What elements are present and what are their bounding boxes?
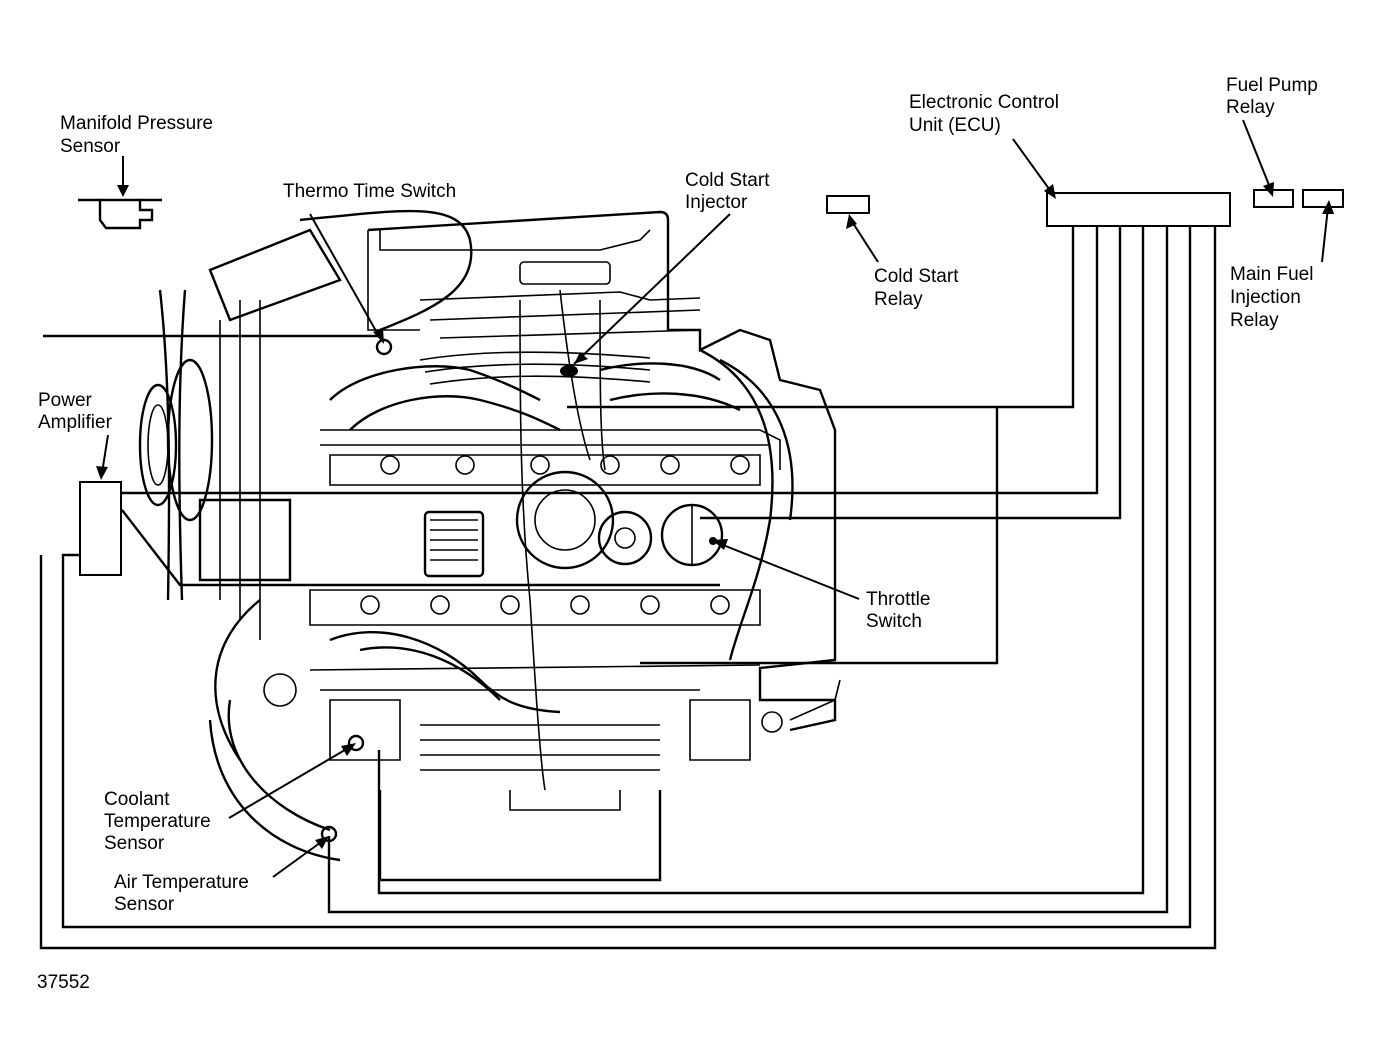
leader-lines — [96, 119, 1334, 878]
cold-start-injector-marker — [560, 365, 578, 377]
figure-number: 37552 — [37, 972, 90, 993]
coolant-sensor-marker — [347, 734, 365, 752]
label-main-fuel-injection-relay: Main Fuel Injection Relay — [1230, 264, 1319, 331]
cold-start-relay-box — [826, 195, 870, 214]
label-coolant-temperature-sensor: Coolant Temperature Sensor — [104, 789, 216, 854]
ecu-box — [1046, 192, 1231, 227]
label-power-amplifier: Power Amplifier — [38, 390, 113, 433]
thermo-time-switch-marker — [375, 338, 393, 356]
label-air-temperature-sensor: Air Temperature Sensor — [114, 872, 254, 915]
wiring-harness — [39, 226, 1217, 950]
fuel-pump-relay-box — [1253, 189, 1294, 208]
label-throttle-switch: Throttle Switch — [866, 589, 936, 632]
air-temp-sensor-marker — [320, 825, 338, 843]
engine-illustration — [138, 209, 841, 882]
label-thermo-time-switch: Thermo Time Switch — [283, 181, 456, 202]
manifold-pressure-sensor-symbol — [78, 198, 162, 230]
label-ecu: Electronic Control Unit (ECU) — [909, 92, 1064, 136]
power-amplifier-box — [79, 481, 122, 576]
main-fuel-injection-relay-box — [1302, 189, 1344, 208]
label-fuel-pump-relay: Fuel Pump Relay — [1226, 75, 1323, 118]
label-manifold-pressure-sensor: Manifold Pressure Sensor — [60, 113, 218, 157]
label-cold-start-injector: Cold Start Injector — [685, 170, 775, 213]
throttle-switch-marker — [709, 537, 717, 545]
label-cold-start-relay: Cold Start Relay — [874, 266, 964, 310]
